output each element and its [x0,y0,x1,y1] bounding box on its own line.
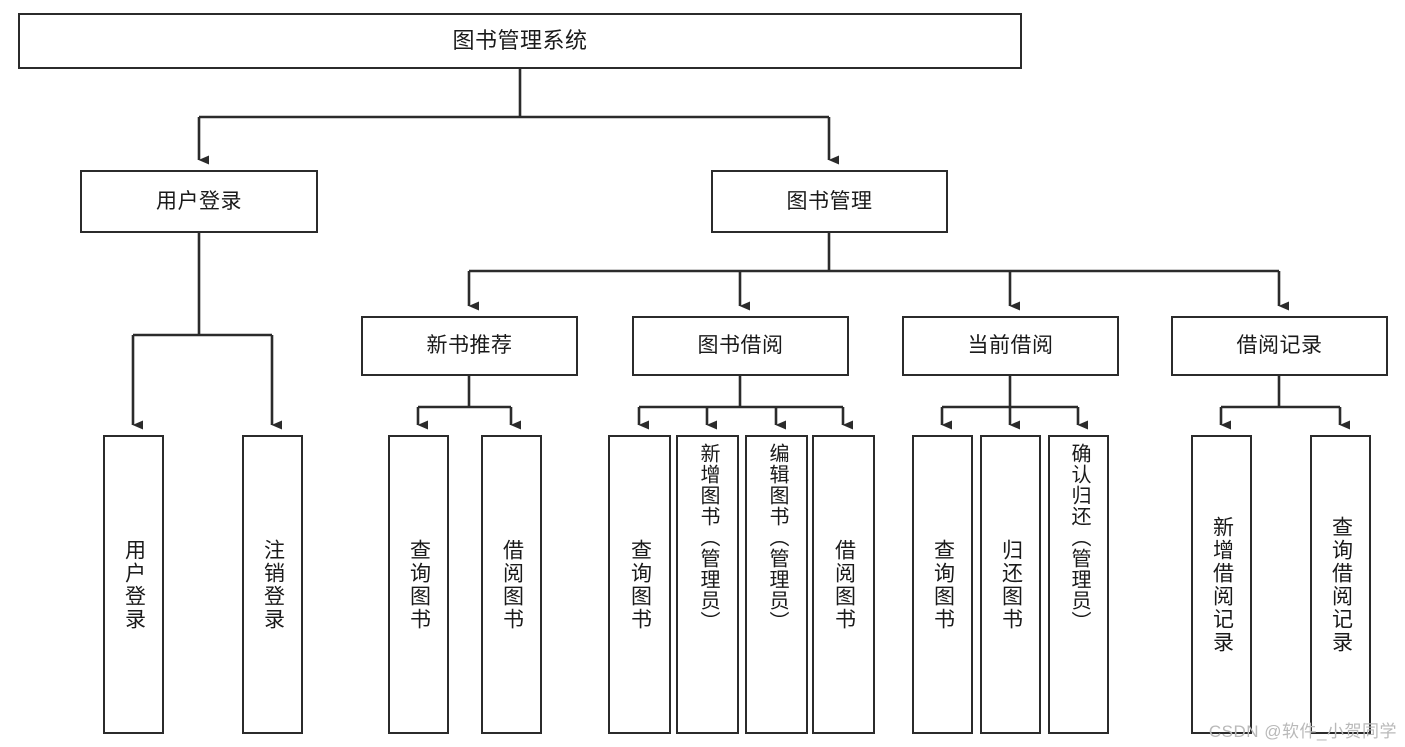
node-label: 借阅记录 [1236,334,1323,358]
node-new-book-recommend[interactable]: 新书推荐 [361,316,578,376]
node-leaf-query-book-3[interactable]: 查询图书 [912,435,973,734]
node-user-login[interactable]: 用户登录 [80,170,318,233]
node-leaf-return-book[interactable]: 归还图书 [980,435,1041,734]
node-leaf-add-record[interactable]: 新增借阅记录 [1191,435,1252,734]
node-leaf-add-book[interactable]: 新增图书（管理员） [676,435,739,734]
node-label: 用户登录 [156,189,242,213]
node-leaf-logout[interactable]: 注销登录 [242,435,303,734]
node-leaf-query-record[interactable]: 查询借阅记录 [1310,435,1371,734]
node-label: 用户登录 [122,538,146,631]
node-label: 注销登录 [261,538,285,631]
node-label: 图书管理 [786,189,873,213]
node-leaf-borrow-book-1[interactable]: 借阅图书 [481,435,542,734]
node-label: 当前借阅 [967,334,1054,358]
node-label: 借阅图书 [832,538,856,631]
node-label: 确认归还（管理员） [1068,443,1090,632]
node-root-book-management-system[interactable]: 图书管理系统 [18,13,1022,69]
csdn-watermark: CSDN @软件_小贺同学 [1208,722,1397,741]
node-leaf-user-login[interactable]: 用户登录 [103,435,164,734]
node-borrow-record[interactable]: 借阅记录 [1171,316,1388,376]
node-leaf-query-book-2[interactable]: 查询图书 [608,435,671,734]
node-label: 查询图书 [931,538,955,631]
node-label: 图书借阅 [697,334,784,358]
node-label: 借阅图书 [500,538,524,631]
node-label: 新增图书（管理员） [697,443,719,632]
node-current-borrow[interactable]: 当前借阅 [902,316,1119,376]
node-label: 查询图书 [407,538,431,631]
node-leaf-query-book-1[interactable]: 查询图书 [388,435,449,734]
node-label: 图书管理系统 [452,27,588,53]
node-book-management[interactable]: 图书管理 [711,170,948,233]
node-leaf-borrow-book-2[interactable]: 借阅图书 [812,435,875,734]
node-label: 查询借阅记录 [1329,515,1353,654]
node-label: 编辑图书（管理员） [766,443,788,632]
node-label: 查询图书 [628,538,652,631]
node-book-borrow[interactable]: 图书借阅 [632,316,849,376]
node-label: 新增借阅记录 [1210,515,1234,654]
node-leaf-confirm-return[interactable]: 确认归还（管理员） [1048,435,1109,734]
node-label: 归还图书 [999,538,1023,631]
node-leaf-edit-book[interactable]: 编辑图书（管理员） [745,435,808,734]
node-label: 新书推荐 [426,334,513,358]
